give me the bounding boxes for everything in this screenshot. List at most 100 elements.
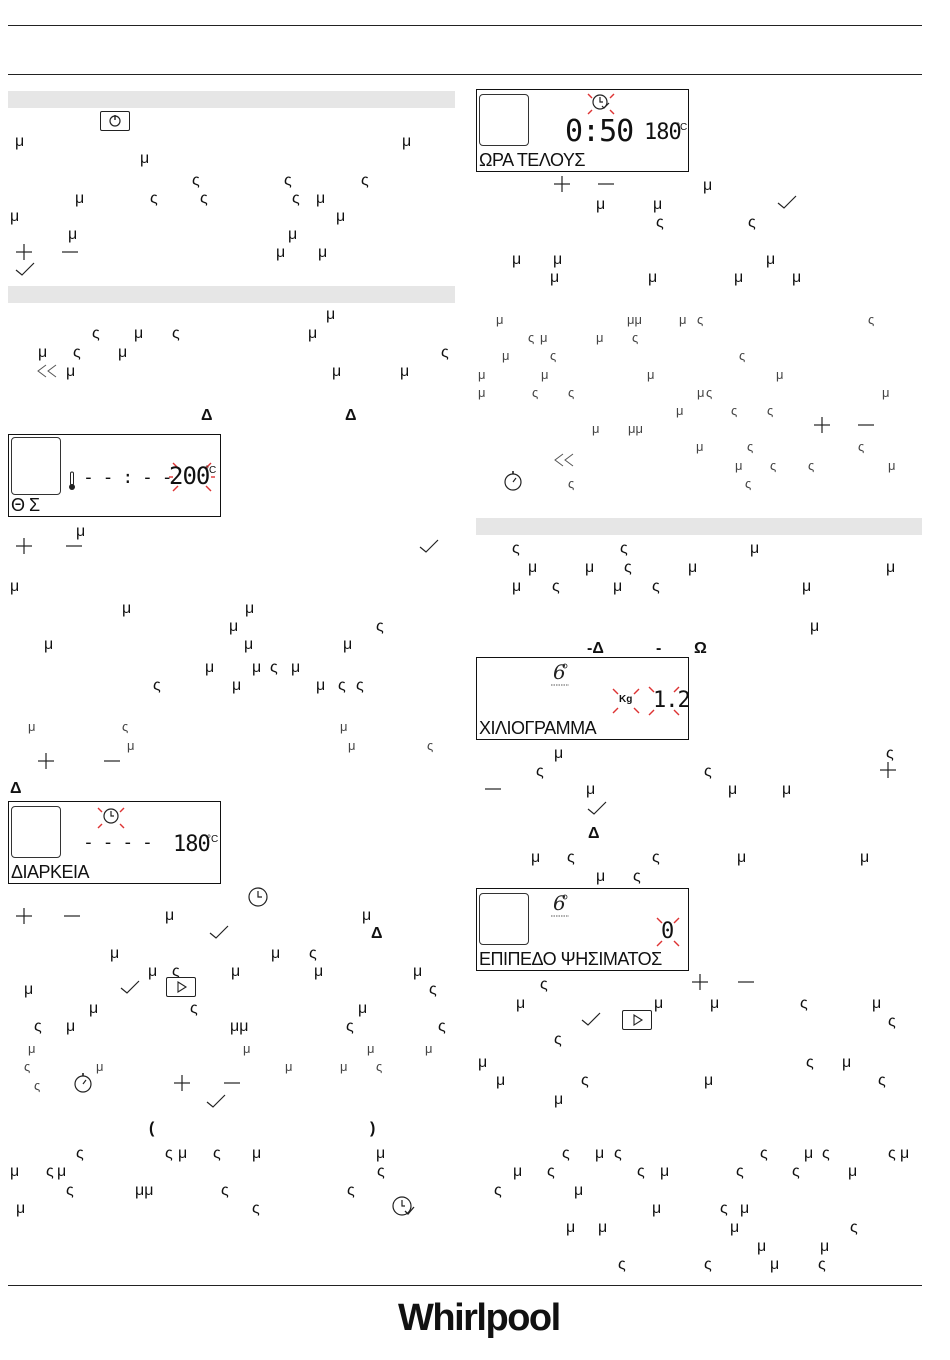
clock-icon[interactable] [247,886,269,908]
text-fragment: μ [271,945,281,962]
text-fragment: μ [652,1200,662,1217]
text-fragment: μ [340,1059,348,1074]
text-fragment: μ [134,325,144,342]
plus-icon[interactable] [36,752,56,770]
lcd-temperature-readout: 180 [173,832,211,857]
rewind-icon[interactable] [33,363,61,379]
lcd-window [479,893,529,945]
text-fragment: μ [528,559,538,576]
text-fragment: μμ [230,1018,249,1035]
text-fragment: ς [792,1163,800,1180]
text-fragment: μ [592,421,600,436]
check-icon[interactable] [208,924,230,940]
plus-icon[interactable] [878,761,898,779]
lcd-label: ΔΙΑΡΚΕΙΑ [11,862,90,882]
text-fragment: ς [770,458,777,473]
check-icon[interactable] [14,261,36,277]
check-icon[interactable] [580,1011,602,1027]
minus-icon[interactable] [596,175,616,193]
text-fragment: ς [536,763,544,780]
text-fragment: ς [850,1219,858,1236]
end-time-clock-icon[interactable] [391,1195,415,1217]
start-button[interactable] [166,977,196,997]
lcd-time-readout: 0:50 [565,114,634,149]
text-fragment: μ [550,269,560,286]
text-fragment: ς [552,578,560,595]
check-icon[interactable] [418,538,440,554]
subheading-fragment: Δ [345,407,357,424]
text-fragment: ς [652,578,660,595]
text-fragment: μ [596,196,606,213]
text-fragment: μ [737,849,747,866]
text-fragment: ς [377,1163,385,1180]
minus-icon[interactable] [60,243,80,261]
text-fragment: ς [528,330,535,345]
check-icon[interactable] [119,979,141,995]
timer-icon[interactable] [502,470,524,492]
plus-icon[interactable] [172,1074,192,1092]
top-rule [8,25,922,26]
plus-icon[interactable] [14,243,34,261]
text-fragment: μ [76,523,86,540]
text-fragment: μ [596,330,604,345]
text-fragment: μ [57,1163,67,1180]
text-fragment: ) [370,1120,376,1137]
plus-icon[interactable] [552,175,572,193]
text-fragment: μ [586,781,596,798]
text-fragment: ς [150,190,158,207]
text-fragment: μ [110,945,120,962]
plus-icon[interactable] [690,973,710,991]
text-fragment: μ [122,600,132,617]
minus-icon[interactable] [483,780,503,798]
text-fragment: μ [734,269,744,286]
text-fragment: ς [632,330,639,345]
lcd-weight-readout: 1.2 [653,688,691,713]
text-fragment: ς [888,1145,896,1162]
lcd-window [479,94,529,146]
check-icon[interactable] [205,1093,227,1109]
subheading-fragment: Δ [10,780,22,797]
text-fragment: ς [704,1256,712,1273]
text-fragment: μ [782,781,792,798]
blink-rays-icon [648,686,680,716]
plus-icon[interactable] [14,907,34,925]
text-fragment: μ [89,1000,99,1017]
text-fragment: μ [308,325,318,342]
text-fragment: μ [697,385,705,400]
text-fragment: ς [46,1163,54,1180]
timer-icon[interactable] [72,1072,94,1094]
minus-icon[interactable] [222,1074,242,1092]
text-fragment: μ [244,636,254,653]
lcd-temperature-readout: 180 [644,120,682,145]
text-fragment: μ [336,208,346,225]
text-fragment: ς [356,677,364,694]
minus-icon[interactable] [62,907,82,925]
text-fragment: μ [478,385,486,400]
text-fragment: μ [757,1238,767,1255]
text-fragment: μ [710,995,720,1012]
text-fragment: μ [654,995,664,1012]
minus-icon[interactable] [64,537,84,555]
text-fragment: ς [656,214,664,231]
text-fragment: ς [745,476,752,491]
start-button[interactable] [622,1010,652,1030]
text-fragment: μ [513,1163,523,1180]
plus-icon[interactable] [14,537,34,555]
text-fragment: μ [367,1041,375,1056]
minus-icon[interactable] [102,752,122,770]
whirlpool-logo: Whirlpool [398,1297,561,1339]
text-fragment: μ [400,363,410,380]
text-fragment: μ [750,540,760,557]
minus-icon[interactable] [736,973,756,991]
plus-icon[interactable] [812,416,832,434]
text-fragment: μ [531,849,541,866]
rewind-icon[interactable] [550,452,578,468]
check-icon[interactable] [776,194,798,210]
power-button[interactable] [100,111,130,131]
text-fragment: ς [568,476,575,491]
minus-icon[interactable] [856,416,876,434]
text-fragment: μ [766,251,776,268]
check-icon[interactable] [586,800,608,816]
text-fragment: μ [730,1219,740,1236]
subheading-fragment: Δ [371,925,383,942]
